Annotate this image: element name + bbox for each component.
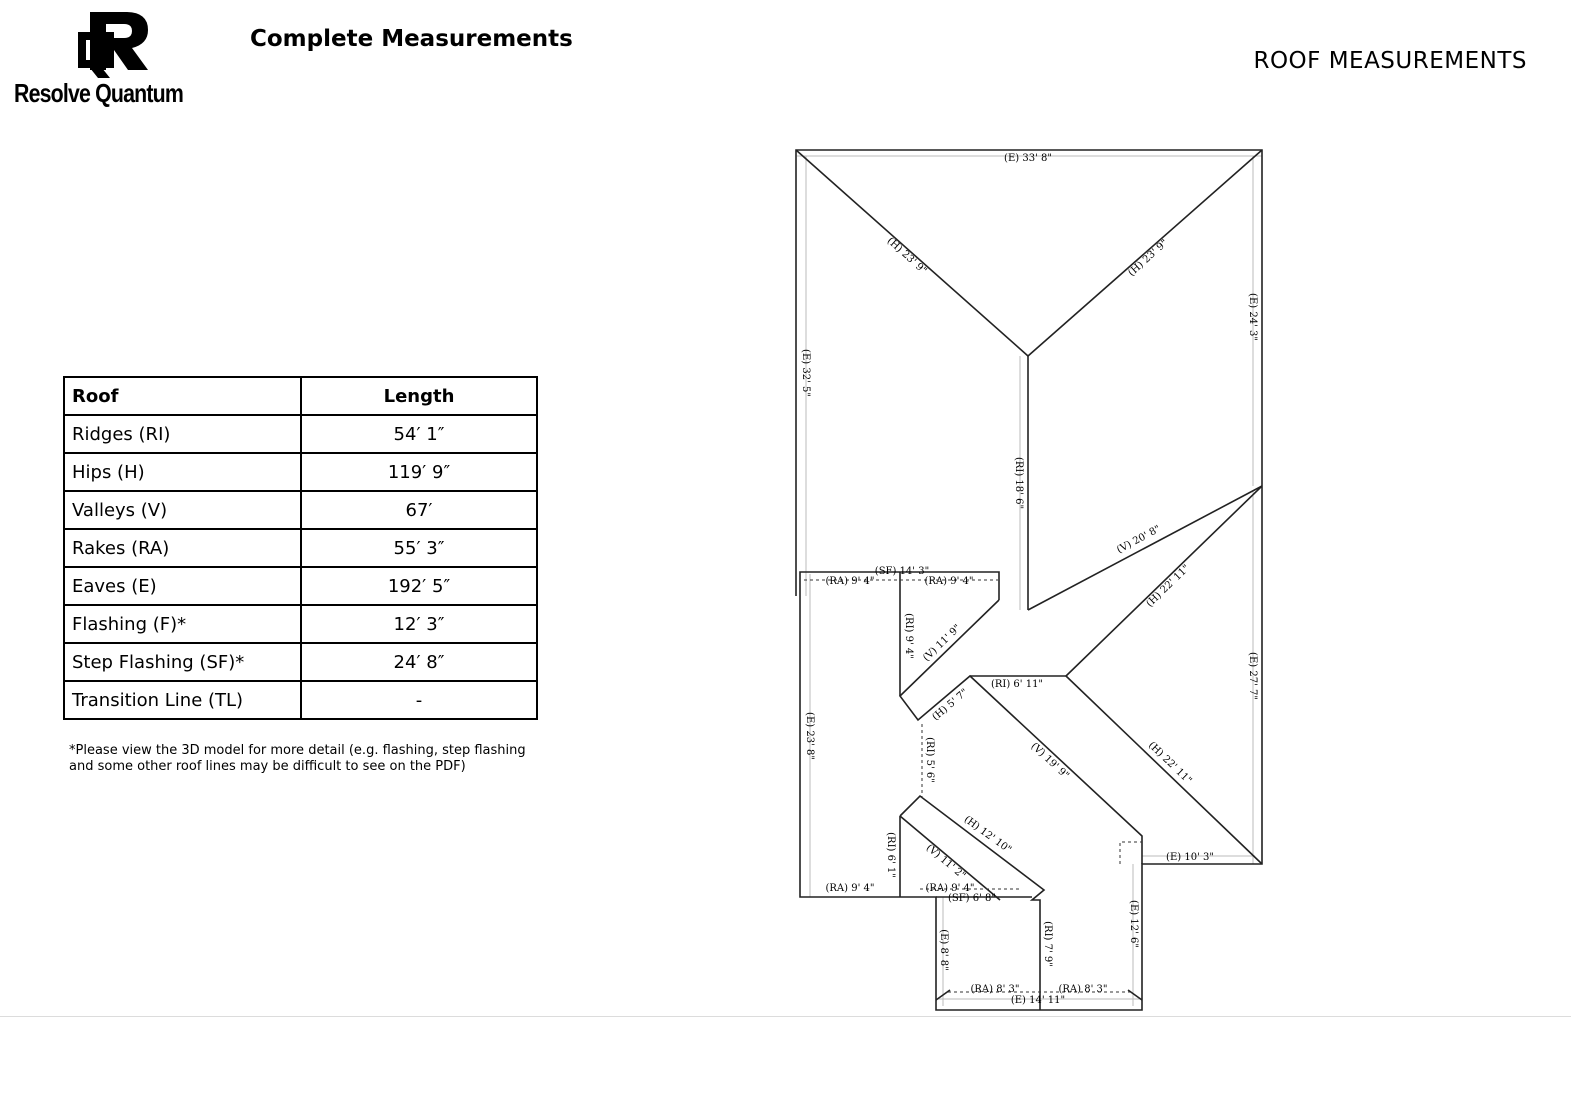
row-length: 192′ 5″ xyxy=(300,566,538,606)
row-length: 24′ 8″ xyxy=(300,642,538,682)
row-name: Valleys (V) xyxy=(63,490,302,530)
label-ri-center: (RI) 18' 6" xyxy=(1013,457,1024,509)
valley-line xyxy=(899,815,1001,901)
hip-line xyxy=(1065,485,1263,677)
table-row: Transition Line (TL)- xyxy=(63,680,538,720)
hip-line xyxy=(1065,675,1263,865)
valley-line xyxy=(1027,485,1263,611)
label-h-left: (H) 23' 9" xyxy=(885,236,929,277)
rake-line xyxy=(1127,989,1143,1001)
label-ra-d: (RA) 9' 4" xyxy=(926,883,975,894)
table-row: Step Flashing (SF)*24′ 8″ xyxy=(63,642,538,682)
page-title: Complete Measurements xyxy=(250,26,573,52)
section-title: ROOF MEASUREMENTS xyxy=(1253,48,1527,74)
valley-line xyxy=(898,599,1143,864)
label-e-right-mid: (E) 27' 7" xyxy=(1247,652,1258,700)
row-length: 55′ 3″ xyxy=(300,528,538,568)
table-row: Hips (H)119′ 9″ xyxy=(63,452,538,492)
row-name: Rakes (RA) xyxy=(63,528,302,568)
label-e-top: (E) 33' 8" xyxy=(1004,153,1052,164)
table-row: Eaves (E)192′ 5″ xyxy=(63,566,538,606)
table-row: Valleys (V)67′ xyxy=(63,490,538,530)
column-header-length: Length xyxy=(300,376,538,416)
rq-logo-icon xyxy=(78,12,148,78)
label-h-22-upper: (H) 22' 11" xyxy=(1144,563,1192,610)
table-row: Rakes (RA)55′ 3″ xyxy=(63,528,538,568)
row-length: 12′ 3″ xyxy=(300,604,538,644)
footer-divider xyxy=(0,1016,1571,1017)
label-ri-6-1: (RI) 6' 1" xyxy=(885,832,896,878)
row-name: Step Flashing (SF)* xyxy=(63,642,302,682)
label-h-right: (H) 23' 9" xyxy=(1126,238,1170,279)
label-h-12: (H) 12' 10" xyxy=(962,814,1014,856)
label-ri-6-11: (RI) 6' 11" xyxy=(991,679,1043,690)
measurements-table: Roof Length Ridges (RI)54′ 1″ Hips (H)11… xyxy=(63,376,538,720)
hip-line xyxy=(795,149,1029,357)
row-name: Eaves (E) xyxy=(63,566,302,606)
table-header-row: Roof Length xyxy=(63,376,538,416)
label-ra-c: (RA) 9' 4" xyxy=(826,883,875,894)
rake-line xyxy=(935,989,951,1001)
table-footnote: *Please view the 3D model for more detai… xyxy=(69,743,526,774)
row-length: 119′ 9″ xyxy=(300,452,538,492)
label-ra-8-a: (RA) 8' 3" xyxy=(971,984,1020,995)
brand-logo: Resolve Quantum xyxy=(14,8,210,112)
table-row: Ridges (RI)54′ 1″ xyxy=(63,414,538,454)
label-e-14: (E) 14' 11" xyxy=(1011,995,1065,1006)
label-e-right-top: (E) 24' 3" xyxy=(1247,293,1258,341)
row-length: 67′ xyxy=(300,490,538,530)
label-v-11-2: (V) 11' 2" xyxy=(924,843,968,882)
label-ra-b: (RA) 9' 4" xyxy=(925,576,974,587)
dimension-guides xyxy=(797,155,1262,1006)
label-ri-7: (RI) 7' 9" xyxy=(1042,921,1053,967)
row-name: Transition Line (TL) xyxy=(63,680,302,720)
label-e-12: (E) 12' 6" xyxy=(1128,900,1139,948)
label-ra-8-b: (RA) 8' 3" xyxy=(1059,984,1108,995)
label-h-22-lower: (H) 22' 11" xyxy=(1146,740,1194,787)
label-e-23: (E) 23' 8" xyxy=(804,712,815,760)
brand-name: Resolve Quantum xyxy=(14,78,184,108)
label-sf-6: (SF) 6' 8" xyxy=(948,893,996,904)
row-name: Flashing (F)* xyxy=(63,604,302,644)
hip-line xyxy=(1027,149,1263,357)
label-ri-5-6: (RI) 5' 6" xyxy=(924,737,935,783)
table-row: Flashing (F)*12′ 3″ xyxy=(63,604,538,644)
row-name: Hips (H) xyxy=(63,452,302,492)
label-ri-9: (RI) 9' 4" xyxy=(903,613,914,659)
row-name: Ridges (RI) xyxy=(63,414,302,454)
label-v-11-9: (V) 11' 9" xyxy=(921,623,963,664)
label-sf-top: (SF) 14' 3" xyxy=(875,566,929,577)
label-ra-a: (RA) 9' 4" xyxy=(826,576,875,587)
label-v-19: (V) 19' 9" xyxy=(1028,741,1070,782)
label-e-10: (E) 10' 3" xyxy=(1166,852,1214,863)
row-length: 54′ 1″ xyxy=(300,414,538,454)
roof-outline xyxy=(795,149,1263,1011)
flashing-lines xyxy=(804,579,1142,993)
label-e-8: (E) 8' 8" xyxy=(938,929,949,971)
hip-line xyxy=(899,794,1046,1010)
column-header-roof: Roof xyxy=(63,376,302,416)
row-length: - xyxy=(300,680,538,720)
label-e-left: (E) 32' 5" xyxy=(800,349,811,397)
